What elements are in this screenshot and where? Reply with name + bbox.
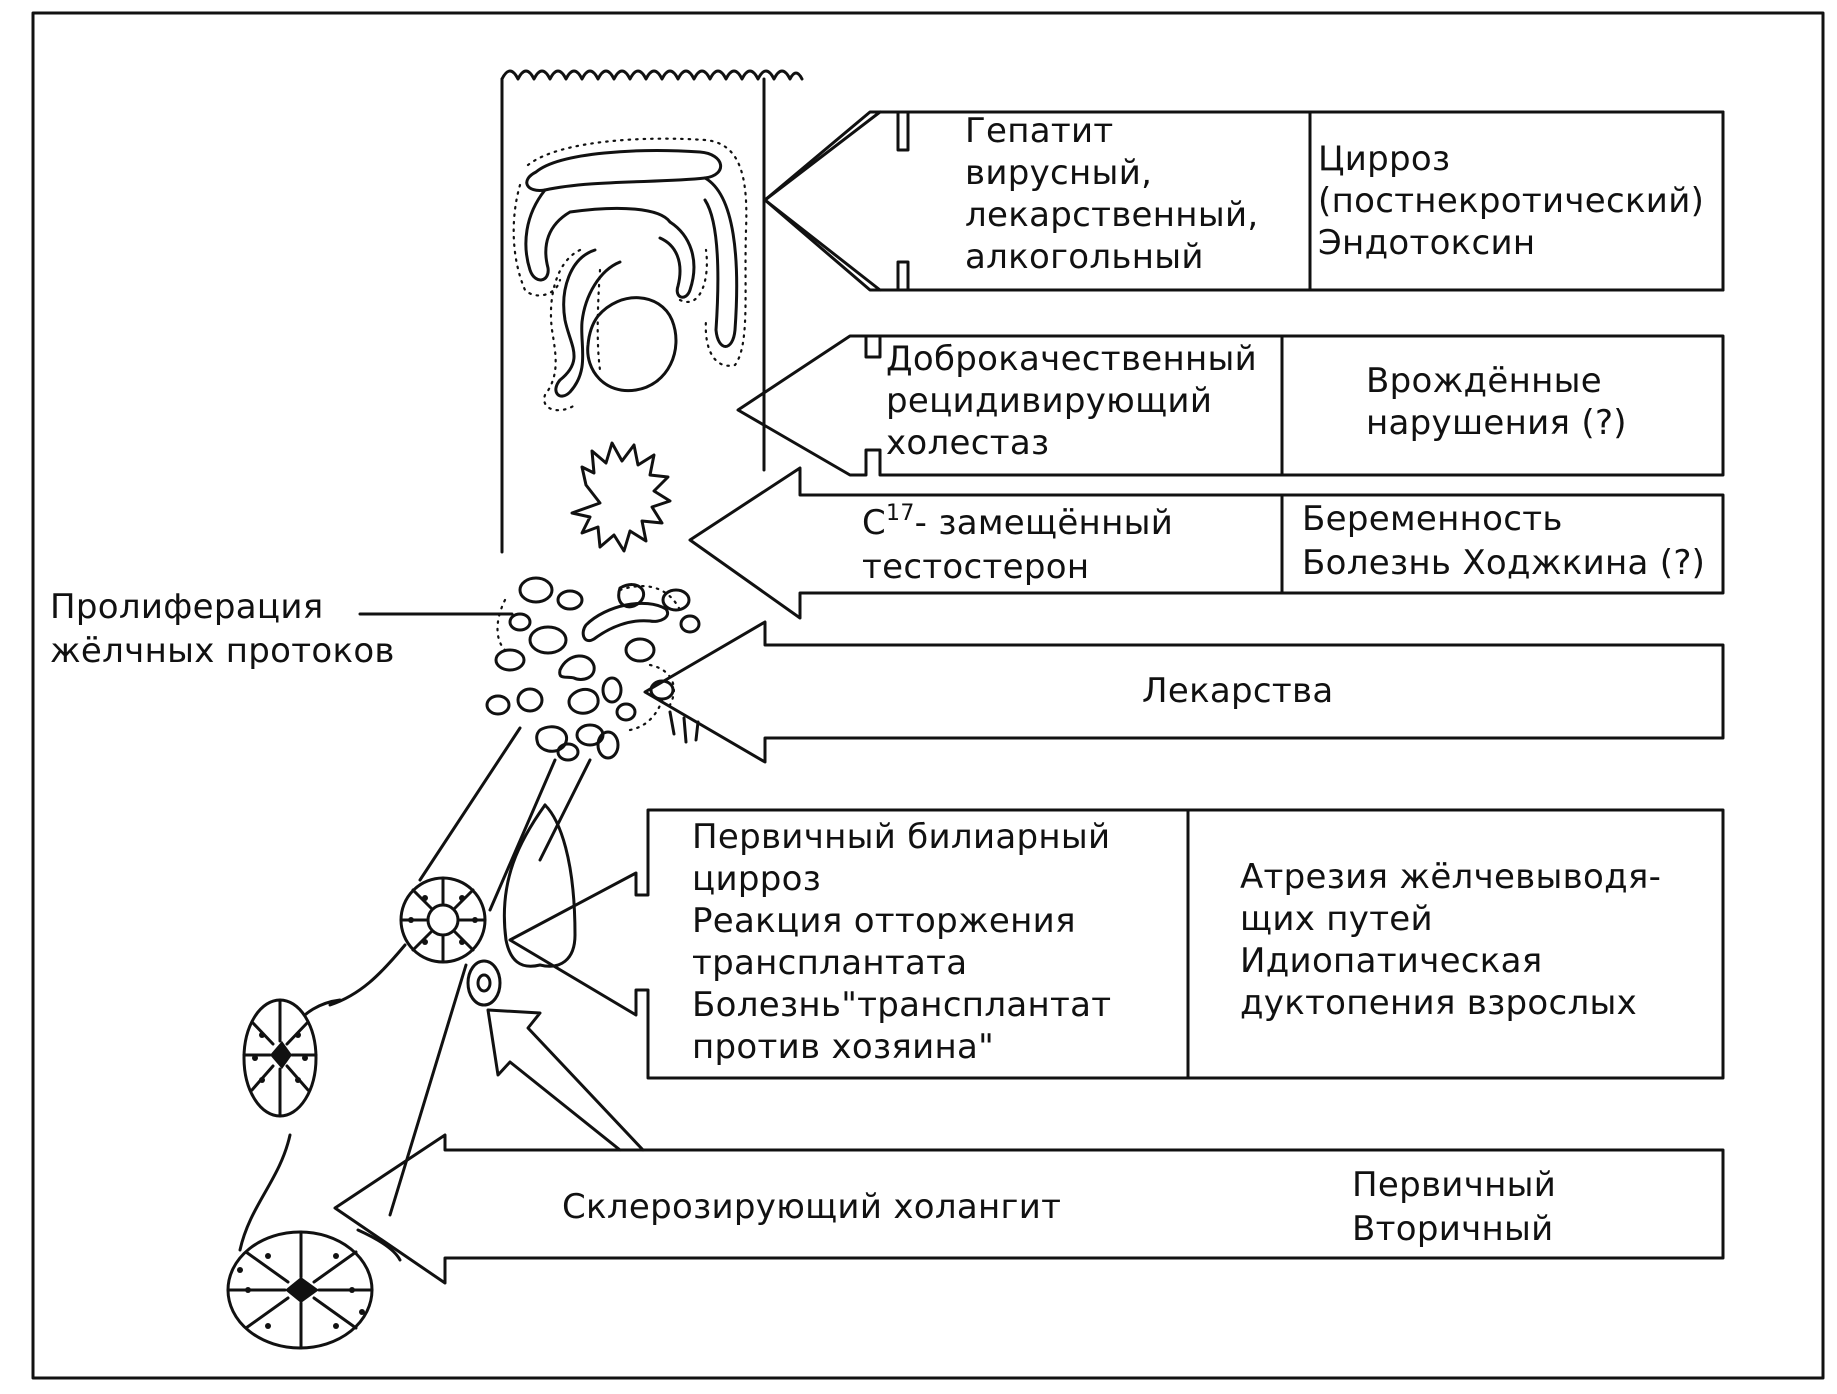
svg-text:(постнекротический): (постнекротический) xyxy=(1318,181,1704,221)
label-bile-duct-proliferation: Пролиферация жёлчных протоков xyxy=(50,587,395,671)
label-congenital: Врождённые нарушения (?) xyxy=(1366,361,1627,443)
label-primary-secondary: Первичный Вторичный xyxy=(1352,1165,1556,1249)
svg-text:Доброкачественный: Доброкачественный xyxy=(886,339,1257,379)
svg-text:Первичный билиарный: Первичный билиарный xyxy=(692,817,1110,857)
svg-text:Идиопатическая: Идиопатическая xyxy=(1240,941,1543,981)
svg-text:тестостерон: тестостерон xyxy=(862,547,1089,587)
arrow-drugs xyxy=(643,620,1725,764)
label-hepatitis: Гепатит вирусный, лекарственный, алкогол… xyxy=(965,111,1258,277)
figure-frame xyxy=(31,11,1825,1380)
label-benign-recurrent-cholestasis: Доброкачественный рецидивирующий холеста… xyxy=(886,339,1257,463)
arrow-sclerosing-diagonal xyxy=(486,1008,645,1152)
arrow-c17-testosterone xyxy=(688,466,1725,620)
svg-text:Гепатит: Гепатит xyxy=(965,111,1114,151)
bile-duct-tree-illustration xyxy=(226,726,592,1350)
label-atresia: Атрезия жёлчевыводя- щих путей Идиопатич… xyxy=(1240,857,1661,1023)
svg-text:Болезнь"трансплантат: Болезнь"трансплантат xyxy=(692,985,1111,1025)
svg-text:трансплантата: трансплантата xyxy=(692,943,967,983)
svg-text:Пролиферация: Пролиферация xyxy=(50,587,323,627)
label-sclerosing-cholangitis: Склерозирующий холангит xyxy=(562,1187,1061,1227)
svg-text:Эндотоксин: Эндотоксин xyxy=(1318,223,1535,263)
svg-text:щих путей: щих путей xyxy=(1240,899,1433,939)
label-primary-biliary-cirrhosis: Первичный билиарный цирроз Реакция оттор… xyxy=(692,817,1111,1067)
svg-text:Цирроз: Цирроз xyxy=(1318,139,1450,179)
svg-text:С17- замещённый: С17- замещённый xyxy=(862,501,1173,543)
svg-text:жёлчных протоков: жёлчных протоков xyxy=(50,631,395,671)
svg-text:Атрезия жёлчевыводя-: Атрезия жёлчевыводя- xyxy=(1240,857,1661,897)
bile-duct-proliferation-illustration xyxy=(485,576,701,762)
svg-text:холестаз: холестаз xyxy=(886,423,1049,463)
svg-text:рецидивирующий: рецидивирующий xyxy=(886,381,1212,421)
svg-text:нарушения (?): нарушения (?) xyxy=(1366,403,1627,443)
svg-text:лекарственный,: лекарственный, xyxy=(965,195,1258,235)
arrow-benign-cholestasis xyxy=(736,334,1725,477)
bile-canaliculus-illustration xyxy=(570,441,672,553)
svg-text:против хозяина": против хозяина" xyxy=(692,1027,994,1067)
label-c17-testosterone: С17- замещённый тестостерон xyxy=(862,501,1173,587)
svg-text:вирусный,: вирусный, xyxy=(965,153,1152,193)
svg-text:Реакция отторжения: Реакция отторжения xyxy=(692,901,1076,941)
svg-text:Беременность: Беременность xyxy=(1302,499,1563,539)
svg-text:Врождённые: Врождённые xyxy=(1366,361,1602,401)
svg-text:алкогольный: алкогольный xyxy=(965,237,1204,277)
label-drugs: Лекарства xyxy=(1142,671,1334,711)
hepatocyte-illustration xyxy=(500,69,804,554)
svg-text:дуктопения взрослых: дуктопения взрослых xyxy=(1240,983,1637,1023)
svg-text:цирроз: цирроз xyxy=(692,859,821,899)
label-cirrhosis: Цирроз (постнекротический) Эндотоксин xyxy=(1318,139,1704,263)
svg-text:Болезнь Ходжкина (?): Болезнь Ходжкина (?) xyxy=(1302,543,1705,583)
arrow-pbc xyxy=(508,808,1725,1080)
arrow-sclerosing-cholangitis xyxy=(333,1133,1725,1285)
svg-text:Вторичный: Вторичный xyxy=(1352,1209,1554,1249)
svg-text:Первичный: Первичный xyxy=(1352,1165,1556,1205)
label-pregnancy-hodgkin: Беременность Болезнь Ходжкина (?) xyxy=(1302,499,1705,583)
